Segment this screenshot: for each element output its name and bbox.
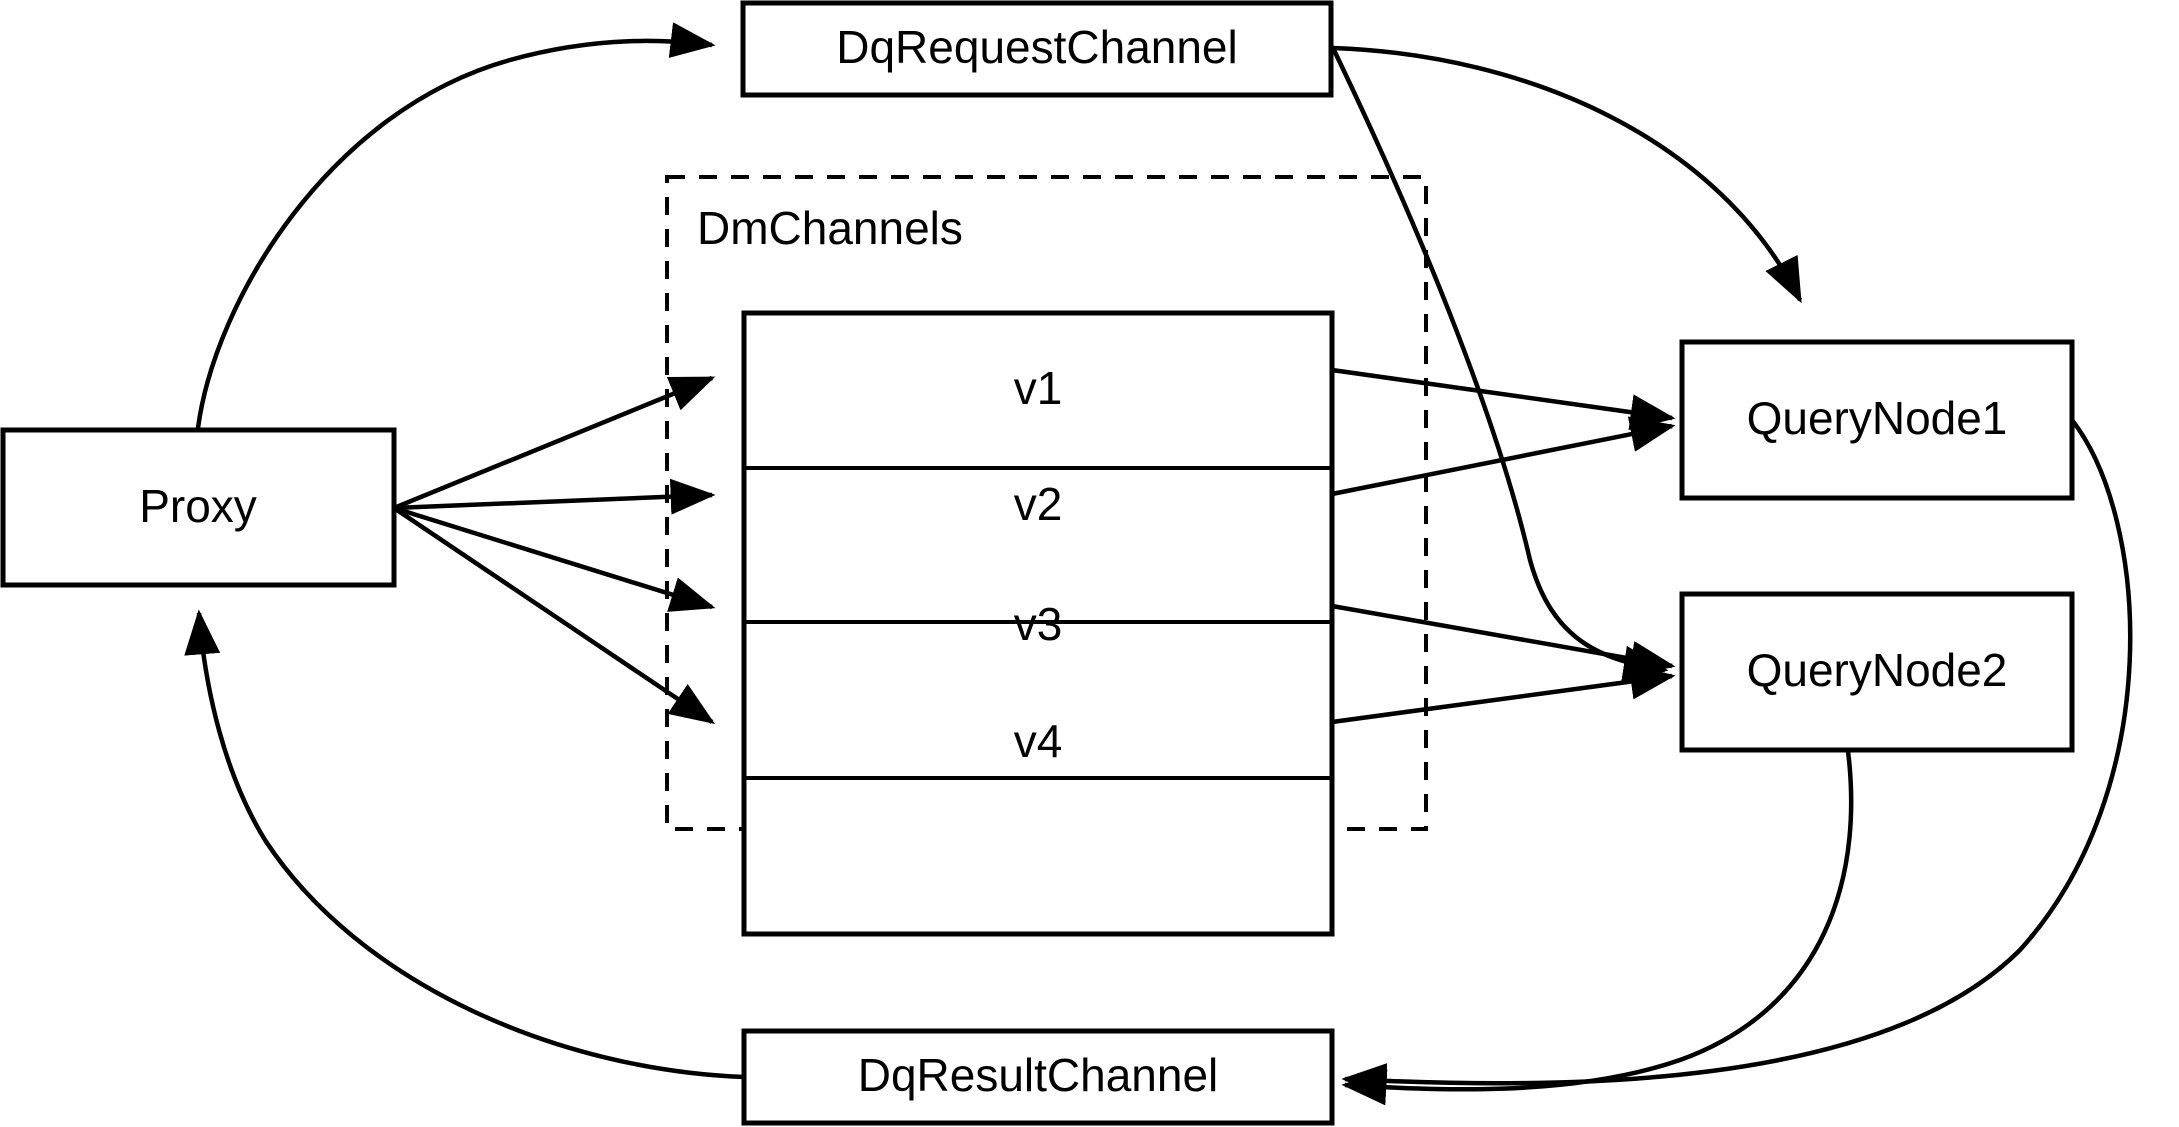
edge-proxy-to-v1 [393,375,716,511]
node-querynode2-label: QueryNode2 [1747,644,2008,696]
edge-proxy-to-dqrequestchannel [195,22,716,429]
node-dqrequestchannel[interactable]: DqRequestChannel [740,0,1334,98]
edge-proxy-to-v3 [393,505,716,612]
dmchannels-group: DmChannels [665,175,1428,831]
edge-querynode2-to-dqresultchannel [1341,729,1854,1106]
channel-row-v3-label[interactable]: v3 [1014,598,1063,650]
node-proxy[interactable]: Proxy [0,427,397,588]
dmchannels-group-label: DmChannels [697,202,963,254]
node-proxy-box[interactable] [0,427,397,588]
node-querynode1[interactable]: QueryNode1 [1679,339,2075,501]
node-dqresultchannel-label: DqResultChannel [858,1049,1219,1101]
edge-v2-to-querynode1 [1331,416,1676,497]
edge-dqrequestchannel-to-querynode1 [1332,45,1803,304]
edge-querynode1-to-dqresultchannel [1341,418,2133,1100]
node-dqrequestchannel-label: DqRequestChannel [836,21,1238,73]
channel-row-v4-label[interactable]: v4 [1014,715,1063,767]
edge-v3-to-querynode2 [1331,603,1676,677]
node-querynode2-box[interactable] [1679,591,2075,753]
node-proxy-label: Proxy [139,480,257,532]
node-querynode1-box[interactable] [1679,339,2075,501]
node-dqrequestchannel-box[interactable] [740,0,1334,98]
edge-proxy-to-v2 [393,478,716,515]
edge-dqresultchannel-to-proxy [184,609,745,1080]
node-querynode1-label: QueryNode1 [1747,392,2008,444]
edge-dqrequestchannel-to-querynode2 [1330,47,1669,682]
dmchannels-group-border [665,175,1428,831]
node-dqresultchannel-box[interactable] [741,1028,1335,1126]
channel-row-v1-label[interactable]: v1 [1014,362,1063,414]
edge-proxy-to-v4 [392,506,715,725]
node-dqresultchannel[interactable]: DqResultChannel [741,1028,1335,1126]
edge-v1-to-querynode1 [1331,367,1676,431]
edge-v4-to-querynode2 [1331,663,1676,725]
channel-row-v2-label[interactable]: v2 [1014,478,1063,530]
channel-stack: v1 v2 v3 v4 [741,310,1335,937]
node-querynode2[interactable]: QueryNode2 [1679,591,2075,753]
